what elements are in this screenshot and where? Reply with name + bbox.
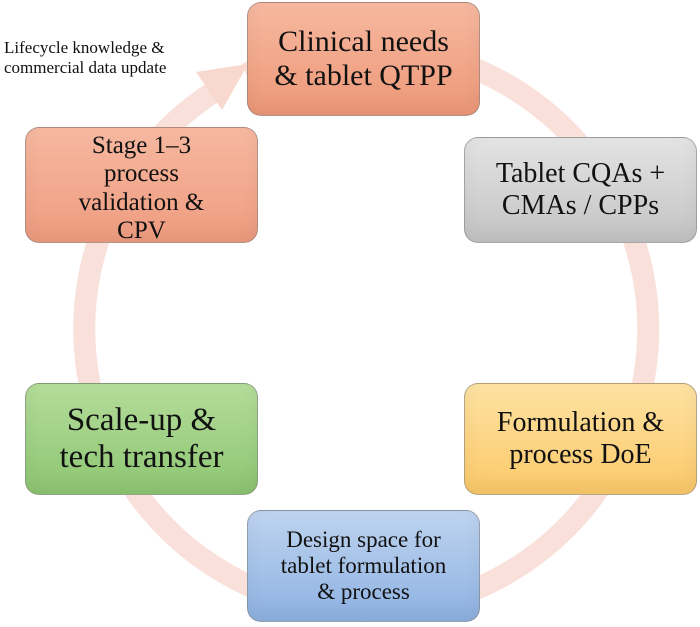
node-process-validation-label: Stage 1–3 process validation & CPV <box>78 132 205 244</box>
node-formulation-doe: Formulation & process DoE <box>464 383 697 495</box>
node-design-space-label: Design space for tablet formulation & pr… <box>280 527 447 604</box>
cycle-arrowhead-icon <box>196 64 248 110</box>
node-process-validation: Stage 1–3 process validation & CPV <box>25 127 258 244</box>
node-tablet-cqas: Tablet CQAs + CMAs / CPPs <box>464 137 697 243</box>
lifecycle-note: Lifecycle knowledge & commercial data up… <box>4 38 167 78</box>
node-scale-up-label: Scale-up & tech transfer <box>59 401 224 475</box>
node-formulation-doe-label: Formulation & process DoE <box>496 407 665 470</box>
cycle-arc-icon <box>73 36 660 623</box>
node-design-space: Design space for tablet formulation & pr… <box>247 510 480 622</box>
node-tablet-cqas-label: Tablet CQAs + CMAs / CPPs <box>495 158 666 221</box>
node-clinical-needs-label: Clinical needs & tablet QTPP <box>274 25 453 92</box>
node-scale-up: Scale-up & tech transfer <box>25 383 258 495</box>
node-clinical-needs: Clinical needs & tablet QTPP <box>247 2 480 116</box>
